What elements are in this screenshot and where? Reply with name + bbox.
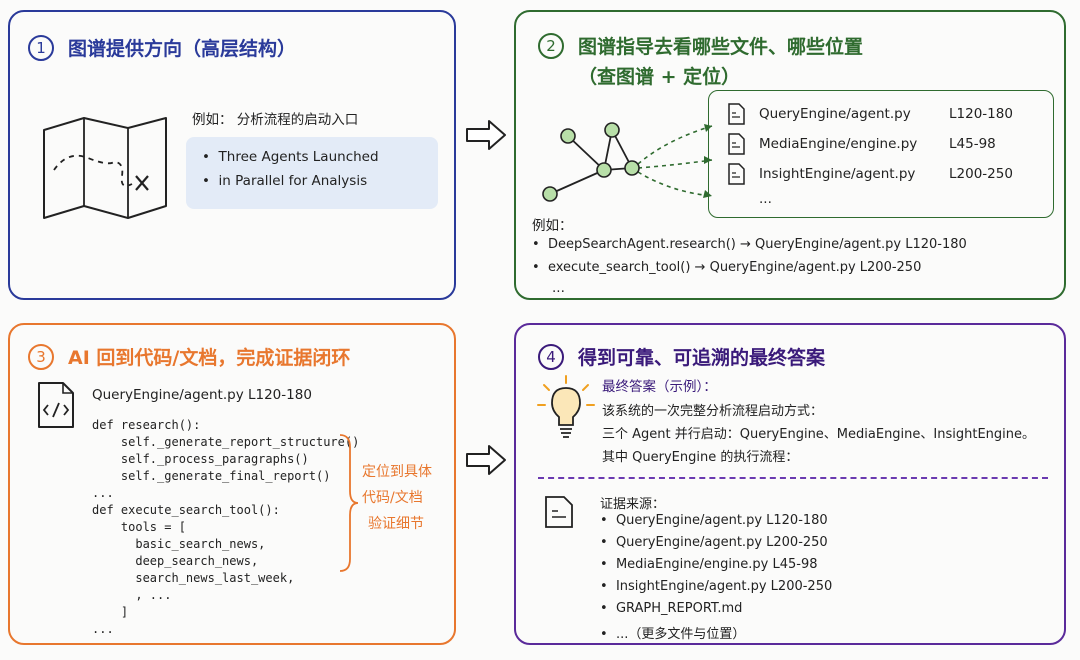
list-item: • InsightEngine/agent.py L200-250 (600, 579, 833, 594)
lightbulb-icon (537, 375, 595, 438)
list-item: • QueryEngine/agent.py L200-250 (600, 535, 828, 550)
list-item-text: Three Agents Launched (218, 149, 379, 165)
list-item: • DeepSearchAgent.research() → QueryEngi… (532, 237, 967, 252)
document-icon (728, 163, 745, 185)
flow-arrow-icon (466, 120, 506, 150)
list-item: • MediaEngine/engine.py L45-98 (600, 557, 818, 572)
file-name: InsightEngine/agent.py (759, 166, 916, 182)
panel-step-1: 1 图谱提供方向（高层结构） 例如： 分析流程的启动入口 • Three Age… (8, 10, 456, 300)
answer-line: 其中 QueryEngine 的执行流程： (602, 450, 799, 465)
code-line: search_news_last_week, (92, 571, 295, 585)
map-icon (43, 117, 167, 219)
code-line: self._process_paragraphs() (92, 452, 309, 466)
list-item-text: execute_search_tool() → QueryEngine/agen… (547, 260, 922, 275)
code-line: tools = [ (92, 520, 186, 534)
document-icon (545, 496, 573, 528)
panel-3-title: 3 AI 回到代码/文档，完成证据闭环 (28, 343, 350, 370)
examples-more: ... (552, 280, 565, 296)
list-item: • in Parallel for Analysis (202, 173, 368, 189)
code-line: ] (92, 605, 129, 619)
panel-step-2: 2 图谱指导去看哪些文件、哪些位置 （查图谱 + 定位） (514, 10, 1066, 300)
code-file-header: QueryEngine/agent.py L120-180 (92, 387, 312, 403)
code-line: ... (92, 622, 114, 636)
file-lines: L200-250 (949, 166, 1013, 182)
step-number: 3 (28, 343, 54, 370)
list-item-text: MediaEngine/engine.py L45-98 (615, 557, 818, 572)
answer-line: 三个 Agent 并行启动：QueryEngine、MediaEngine、In… (602, 427, 1036, 442)
panel-2-title: 2 图谱指导去看哪些文件、哪些位置 (538, 32, 863, 59)
flow-arrow-icon (466, 445, 506, 475)
list-item: • execute_search_tool() → QueryEngine/ag… (532, 260, 922, 275)
list-item: • QueryEngine/agent.py L120-180 (600, 513, 828, 528)
example-label: 例如： 分析流程的启动入口 (192, 112, 359, 128)
list-item-text: ...（更多文件与位置） (615, 627, 746, 642)
list-item: • Three Agents Launched (202, 149, 379, 165)
code-line: def execute_search_tool(): (92, 503, 280, 517)
example-highlight-box: • Three Agents Launched • in Parallel fo… (186, 137, 438, 209)
file-name: QueryEngine/agent.py (759, 106, 911, 122)
list-item: • ...（更多文件与位置） (600, 627, 746, 642)
curly-brace-icon (339, 434, 359, 572)
dashed-divider (538, 477, 1048, 479)
code-line: basic_search_news, (92, 537, 266, 551)
document-icon (728, 103, 745, 125)
file-lines: L120-180 (949, 106, 1013, 122)
example-label: 例如： (532, 218, 573, 234)
file-name: MediaEngine/engine.py (759, 136, 918, 152)
code-line: self._generate_report_structure() (92, 435, 360, 449)
panel-step-3: 3 AI 回到代码/文档，完成证据闭环 QueryEngine/agent.py… (8, 323, 456, 645)
panel-4-title-text: 得到可靠、可追溯的最终答案 (578, 347, 826, 369)
annotation-line: 代码/文档 (362, 490, 423, 506)
file-lines: L45-98 (949, 136, 996, 152)
panel-step-4: 4 得到可靠、可追溯的最终答案 最终答案（示例）： 该系统的一次完整分析流程启动… (514, 323, 1066, 645)
code-line: ... (92, 486, 114, 500)
evidence-label: 证据来源： (600, 497, 666, 512)
list-item: • GRAPH_REPORT.md (600, 601, 743, 616)
list-item: InsightEngine/agent.py L200-250 (727, 163, 1013, 185)
panel-4-title: 4 得到可靠、可追溯的最终答案 (538, 343, 825, 370)
panel-3-title-text: AI 回到代码/文档，完成证据闭环 (68, 347, 351, 369)
panel-1-title: 1 图谱提供方向（高层结构） (28, 34, 296, 61)
list-item-text: InsightEngine/agent.py L200-250 (615, 579, 833, 594)
answer-label: 最终答案（示例）： (602, 379, 717, 395)
annotation-line: 验证细节 (368, 516, 424, 532)
document-icon (728, 133, 745, 155)
annotation-line: 定位到具体 (362, 464, 432, 480)
code-line: , ... (92, 588, 172, 602)
code-line: self._generate_final_report() (92, 469, 331, 483)
files-more: ... (759, 191, 772, 207)
file-locations-box: QueryEngine/agent.py L120-180 MediaEngin… (708, 90, 1054, 218)
code-line: deep_search_news, (92, 554, 259, 568)
answer-line: 该系统的一次完整分析流程启动方式： (602, 404, 824, 419)
list-item: MediaEngine/engine.py L45-98 (727, 133, 996, 155)
list-item-text: QueryEngine/agent.py L200-250 (615, 535, 828, 550)
graph-network-icon (542, 122, 713, 202)
code-line: def research(): (92, 418, 201, 432)
panel-2-subtitle: （查图谱 + 定位） (578, 66, 741, 88)
list-item-text: QueryEngine/agent.py L120-180 (615, 513, 828, 528)
list-item-text: in Parallel for Analysis (218, 173, 368, 189)
step-number: 2 (538, 32, 564, 59)
code-file-icon (38, 382, 74, 428)
step-number: 1 (28, 34, 54, 61)
list-item-text: DeepSearchAgent.research() → QueryEngine… (547, 237, 967, 252)
list-item-text: GRAPH_REPORT.md (615, 601, 743, 616)
panel-2-title-text: 图谱指导去看哪些文件、哪些位置 (578, 36, 864, 58)
step-number: 4 (538, 343, 564, 370)
panel-1-title-text: 图谱提供方向（高层结构） (68, 38, 297, 60)
list-item: QueryEngine/agent.py L120-180 (727, 103, 1013, 125)
